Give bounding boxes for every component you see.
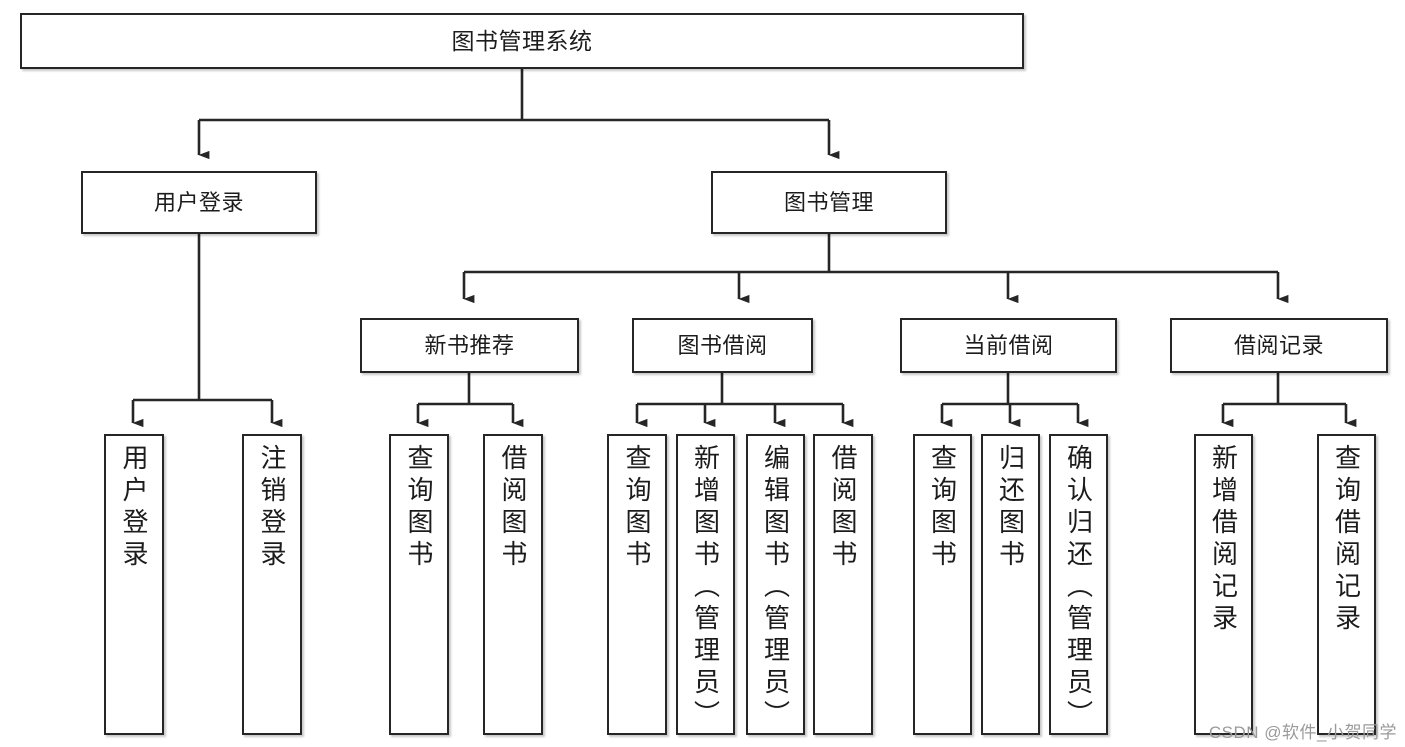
node-label: 新增借阅记录 bbox=[1208, 444, 1239, 636]
node-new-book-recommend[interactable]: 新书推荐 bbox=[360, 318, 579, 373]
node-label: 当前借阅 bbox=[963, 332, 1054, 358]
node-label: 图书管理系统 bbox=[451, 27, 593, 54]
node-label: 查询图书 bbox=[927, 444, 958, 572]
node-borrow-records[interactable]: 借阅记录 bbox=[1170, 318, 1388, 373]
watermark: CSDN @软件_小贺同学 bbox=[1208, 723, 1397, 742]
node-label: 编辑图书（管理员） bbox=[760, 444, 791, 732]
node-label: 借阅图书 bbox=[828, 444, 858, 572]
node-book-management[interactable]: 图书管理 bbox=[711, 171, 947, 234]
node-root-system[interactable]: 图书管理系统 bbox=[20, 13, 1024, 69]
leaf-query-book-current[interactable]: 查询图书 bbox=[913, 434, 972, 735]
node-label: 归还图书 bbox=[995, 444, 1026, 572]
leaf-query-book-recommend[interactable]: 查询图书 bbox=[389, 434, 449, 735]
node-label: 查询图书 bbox=[404, 444, 434, 572]
leaf-user-login[interactable]: 用户登录 bbox=[104, 434, 164, 735]
node-label: 借阅图书 bbox=[498, 444, 528, 572]
leaf-return-book[interactable]: 归还图书 bbox=[981, 434, 1040, 735]
node-book-borrow[interactable]: 图书借阅 bbox=[632, 318, 813, 373]
node-label: 新增图书（管理员） bbox=[690, 444, 721, 732]
leaf-borrow-book[interactable]: 借阅图书 bbox=[813, 434, 873, 735]
leaf-edit-book-admin[interactable]: 编辑图书（管理员） bbox=[746, 434, 805, 735]
leaf-add-book-admin[interactable]: 新增图书（管理员） bbox=[676, 434, 735, 735]
node-label: 新书推荐 bbox=[424, 332, 515, 358]
node-label: 借阅记录 bbox=[1233, 332, 1324, 358]
node-label: 注销登录 bbox=[257, 444, 287, 572]
leaf-logout[interactable]: 注销登录 bbox=[242, 434, 302, 735]
node-label: 查询借阅记录 bbox=[1331, 444, 1362, 636]
leaf-borrow-book-recommend[interactable]: 借阅图书 bbox=[483, 434, 543, 735]
node-user-login[interactable]: 用户登录 bbox=[81, 171, 317, 234]
node-label: 图书管理 bbox=[783, 189, 874, 215]
node-label: 查询图书 bbox=[622, 444, 652, 572]
leaf-query-book-borrow[interactable]: 查询图书 bbox=[607, 434, 667, 735]
node-label: 用户登录 bbox=[119, 444, 149, 572]
leaf-query-borrow-record[interactable]: 查询借阅记录 bbox=[1317, 434, 1376, 735]
node-label: 图书借阅 bbox=[677, 332, 768, 358]
leaf-confirm-return-admin[interactable]: 确认归还（管理员） bbox=[1049, 434, 1108, 735]
node-label: 确认归还（管理员） bbox=[1063, 444, 1094, 732]
node-current-borrow[interactable]: 当前借阅 bbox=[900, 318, 1117, 373]
node-label: 用户登录 bbox=[153, 189, 244, 215]
leaf-add-borrow-record[interactable]: 新增借阅记录 bbox=[1194, 434, 1253, 735]
